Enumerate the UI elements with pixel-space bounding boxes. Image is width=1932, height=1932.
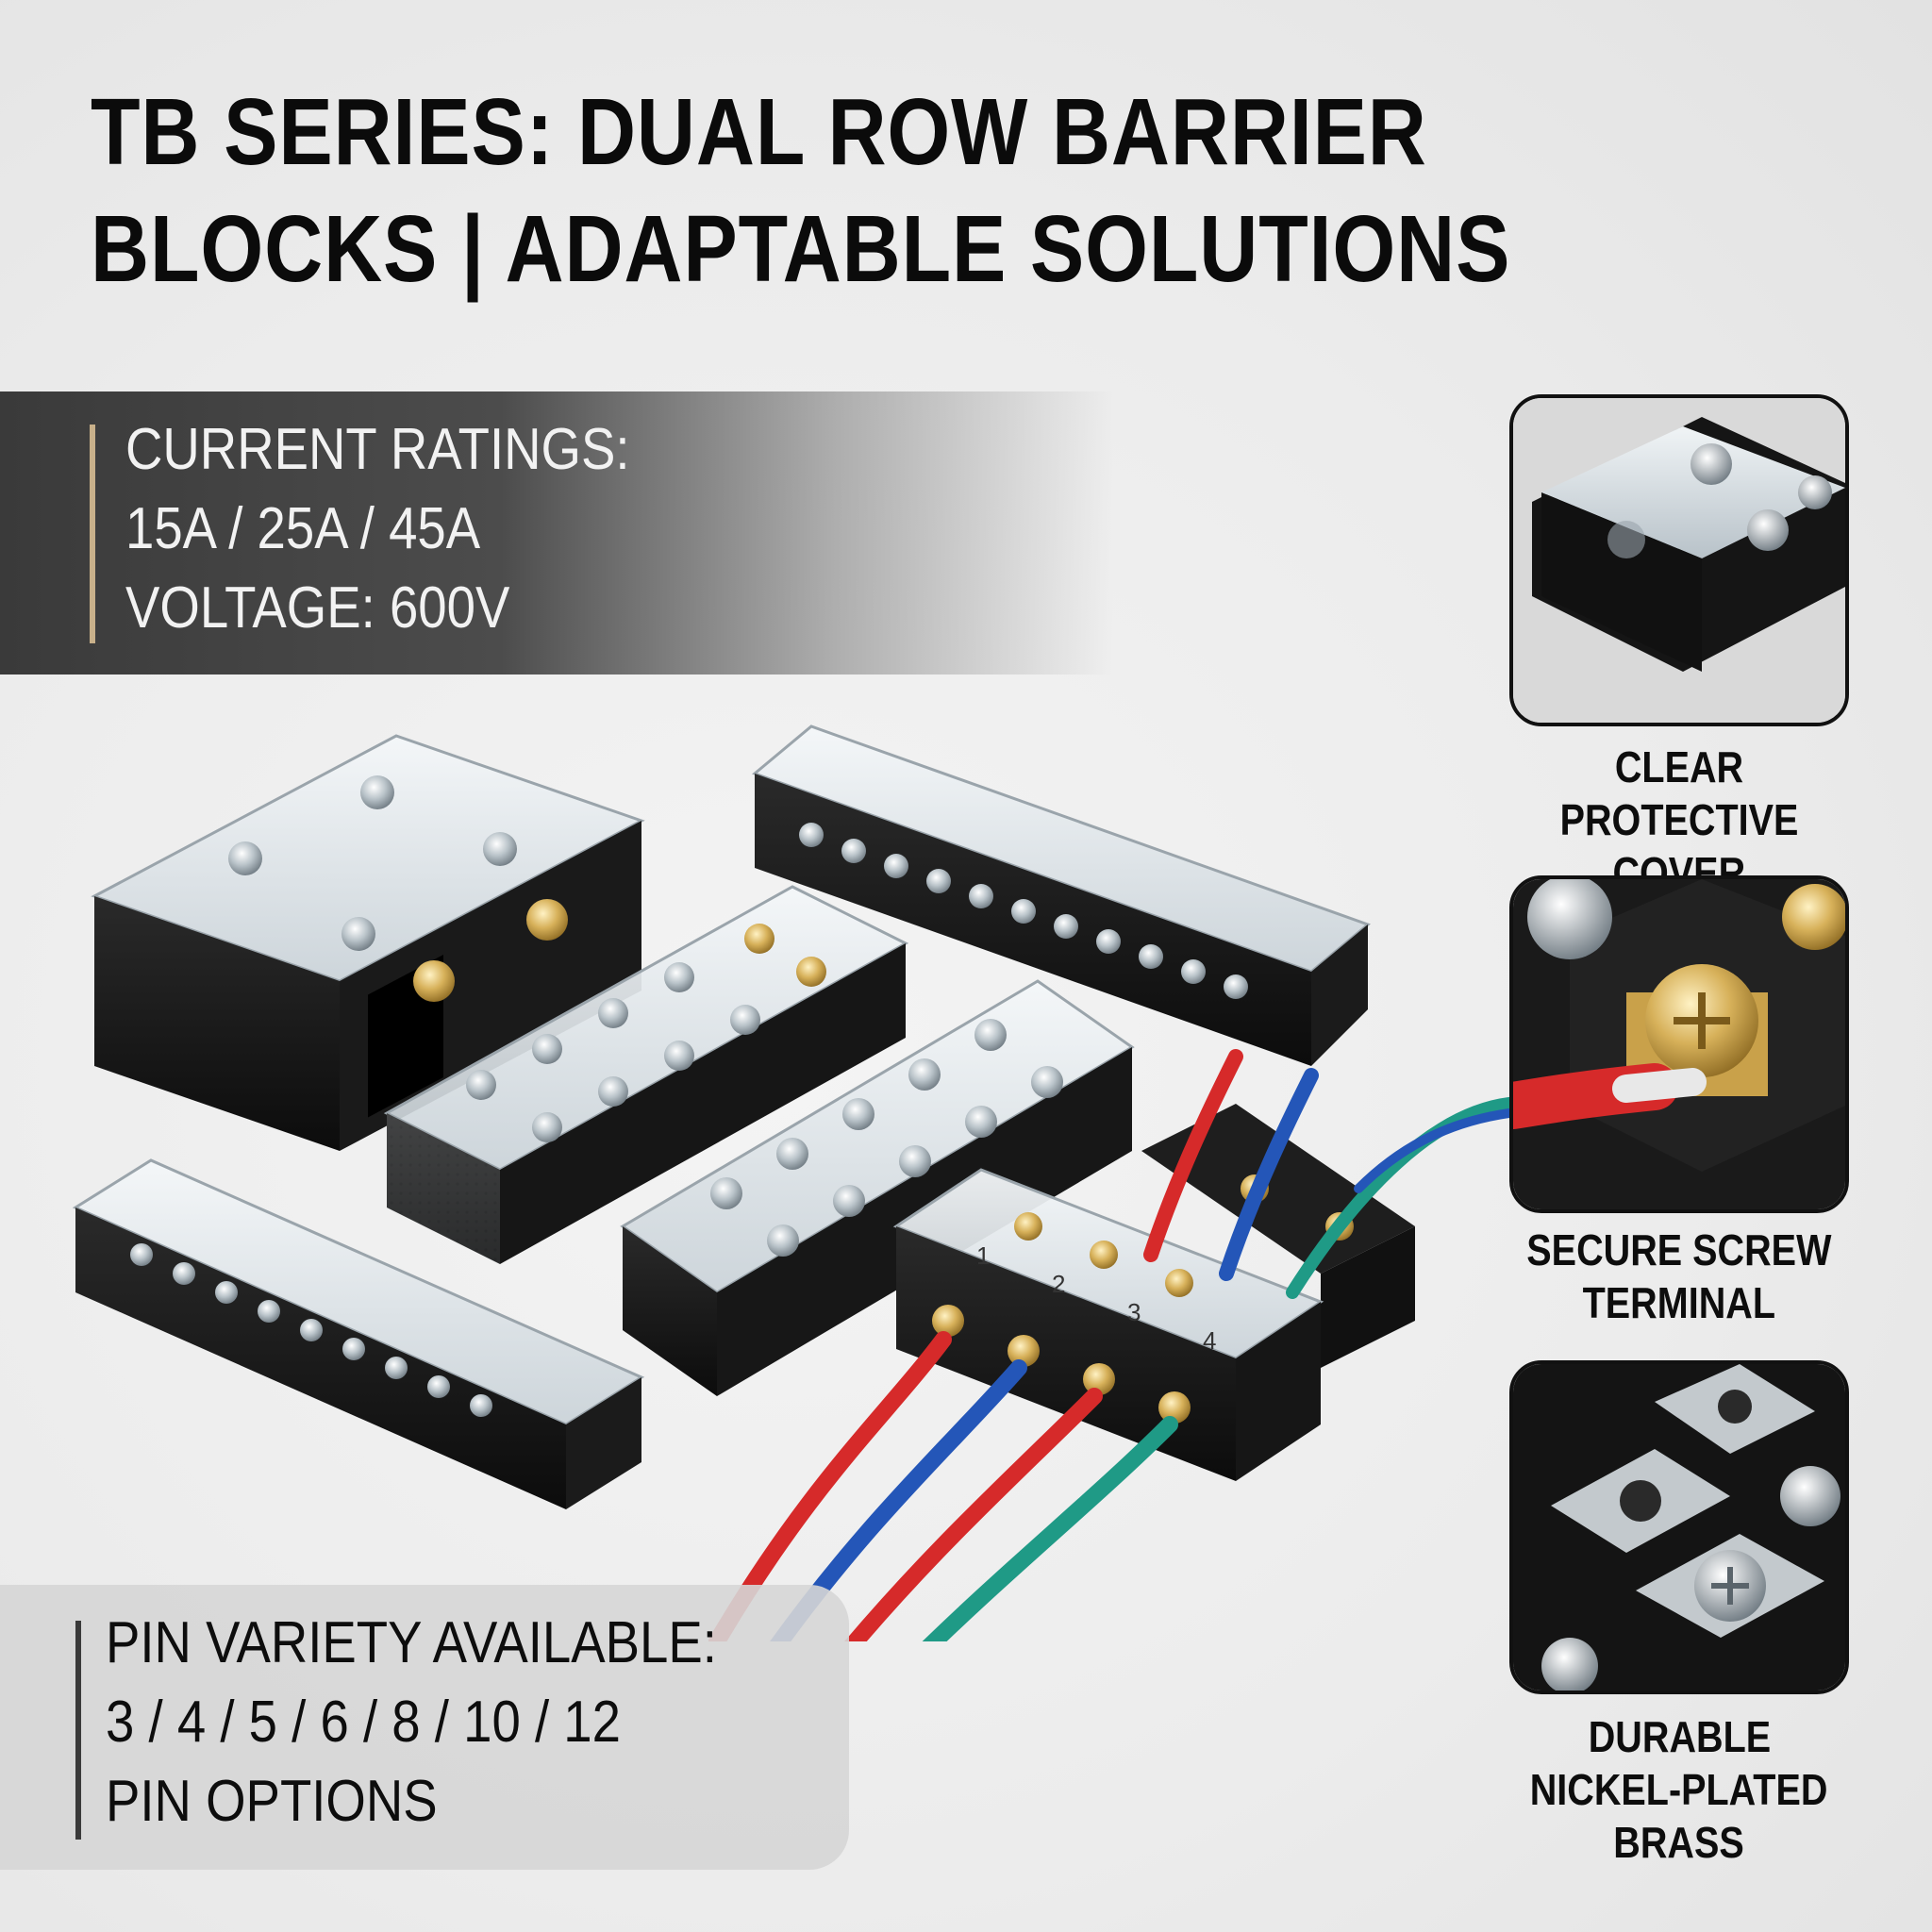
clear-cover-closeup-image — [1509, 394, 1849, 726]
block-4pin-wired: 1 2 3 4 — [892, 1168, 1324, 1481]
specs-text: CURRENT RATINGS: 15A / 25A / 45A VOLTAGE… — [125, 410, 630, 648]
pins-text: PIN VARIETY AVAILABLE: 3 / 4 / 5 / 6 / 8… — [106, 1604, 717, 1841]
block-10pin-bottom — [72, 1158, 645, 1509]
nickel-brass-label-line-1: DURABLE — [1588, 1712, 1771, 1761]
nickel-brass-label-line-3: BRASS — [1613, 1818, 1745, 1867]
nickel-brass-icon — [1513, 1364, 1845, 1690]
pins-options: PIN OPTIONS — [106, 1769, 438, 1834]
terminal-number-4: 4 — [1203, 1326, 1216, 1355]
specs-current-label: CURRENT RATINGS: — [125, 417, 630, 482]
specs-accent-bar — [90, 425, 95, 643]
pins-banner — [0, 1585, 849, 1870]
screw-terminal-label: SECURE SCREW TERMINAL — [1472, 1224, 1887, 1329]
nickel-brass-closeup-image — [1509, 1360, 1849, 1694]
specs-banner — [0, 391, 1113, 675]
pins-accent-bar — [75, 1621, 81, 1840]
headline: TB SERIES: DUAL ROW BARRIER BLOCKS | ADA… — [91, 74, 1616, 308]
block-45a-3pin — [91, 734, 645, 1151]
specs-voltage: VOLTAGE: 600V — [125, 575, 510, 641]
terminal-number-3: 3 — [1127, 1298, 1141, 1326]
screw-terminal-icon — [1513, 879, 1845, 1209]
clear-cover-icon — [1513, 398, 1845, 723]
headline-line-2: BLOCKS | ADAPTABLE SOLUTIONS — [91, 196, 1511, 302]
pins-heading: PIN VARIETY AVAILABLE: — [106, 1610, 717, 1675]
terminal-number-1: 1 — [976, 1241, 990, 1270]
block-12pin-long — [752, 724, 1371, 1066]
clear-cover-label-line-1: CLEAR PROTECTIVE — [1559, 742, 1799, 844]
screw-terminal-label-line-2: TERMINAL — [1582, 1278, 1776, 1327]
clear-cover-label: CLEAR PROTECTIVE COVER — [1472, 741, 1887, 899]
screw-terminal-label-line-1: SECURE SCREW — [1526, 1225, 1832, 1274]
headline-line-1: TB SERIES: DUAL ROW BARRIER — [91, 79, 1427, 185]
terminal-number-2: 2 — [1052, 1270, 1065, 1298]
nickel-brass-label: DURABLE NICKEL-PLATED BRASS — [1472, 1710, 1887, 1869]
screw-terminal-closeup-image — [1509, 875, 1849, 1213]
block-6pin-middle — [383, 885, 909, 1264]
terminal-blocks-illustration: 1 2 3 4 — [72, 724, 1509, 1641]
wires — [708, 1049, 1509, 1641]
nickel-brass-label-line-2: NICKEL-PLATED — [1530, 1765, 1828, 1814]
specs-current-values: 15A / 25A / 45A — [125, 496, 481, 561]
pins-values: 3 / 4 / 5 / 6 / 8 / 10 / 12 — [106, 1690, 621, 1755]
